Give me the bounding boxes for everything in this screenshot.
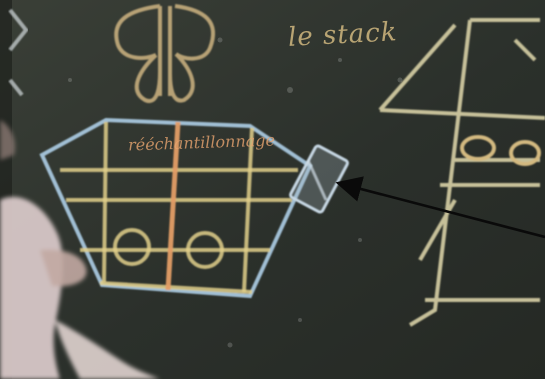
person-silhouette <box>0 120 160 379</box>
chalk-dust <box>68 37 403 348</box>
top-left-drawing <box>114 4 216 103</box>
annotation-arrow <box>335 176 545 239</box>
corner-lines <box>8 8 29 97</box>
top-chalk-text: le stack <box>287 17 399 53</box>
target-rectangle <box>289 144 349 214</box>
right-drawing <box>378 18 545 327</box>
trapezoid-drawing <box>39 117 313 299</box>
